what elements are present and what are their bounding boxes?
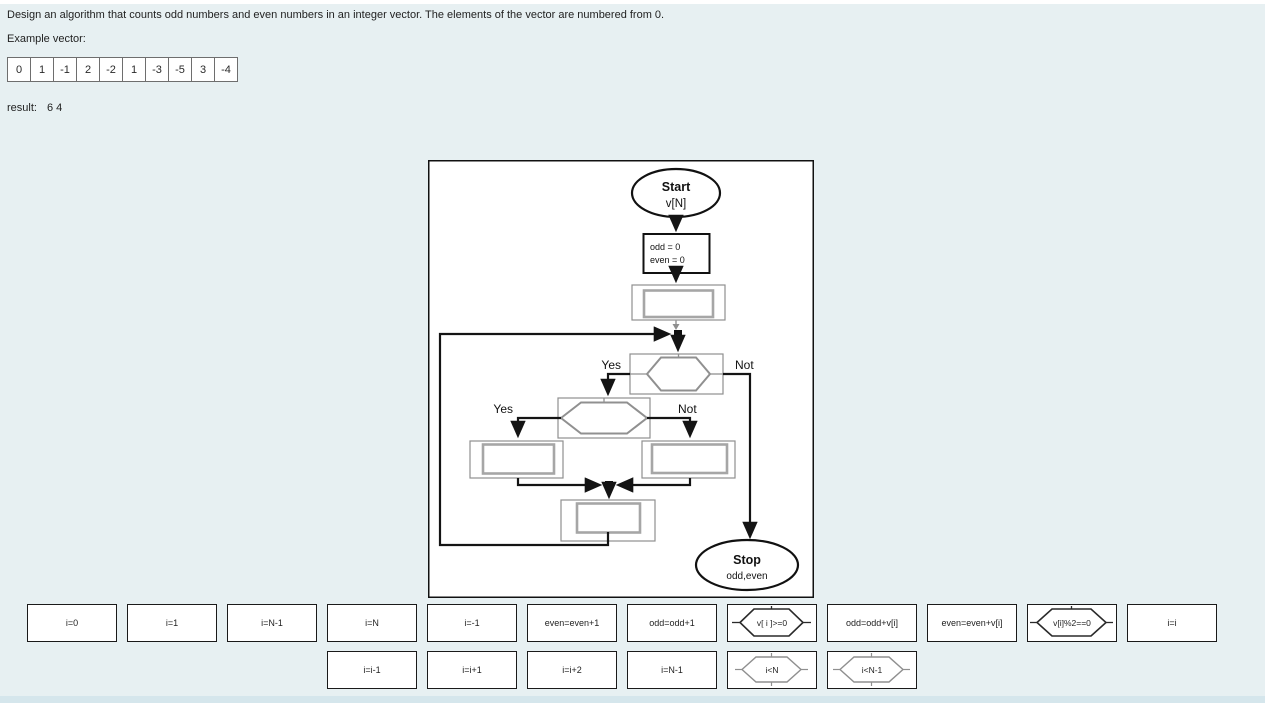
vector-cell: 2 (76, 57, 100, 82)
palette-block-label: even=even+v[i] (941, 618, 1003, 628)
window-bottom-strip (0, 696, 1265, 703)
hexagon-decision-icon (833, 653, 910, 686)
branch1-yes-label: Yes (601, 358, 621, 372)
palette-block-label: odd=odd+1 (649, 618, 695, 628)
example-vector-table: 0 1 -1 2 -2 1 -3 -5 3 -4 (7, 57, 238, 82)
palette-block-label: i=i (1167, 618, 1177, 628)
vector-cell: -2 (99, 57, 123, 82)
palette-block-label: i=-1 (464, 618, 480, 628)
vector-cell: -5 (168, 57, 192, 82)
palette-block-label: i=N-1 (661, 665, 683, 675)
palette-block-i-eq-n[interactable]: i=N (327, 604, 417, 642)
branch2-yes-label: Yes (493, 402, 513, 416)
hexagon-decision-icon (735, 653, 808, 686)
flowchart-canvas: Start v[N] odd = 0 even = 0 Yes (428, 160, 814, 598)
palette-block-cond-i-lt-n-1[interactable]: i<N-1 (827, 651, 917, 689)
palette-block-i-minus-1[interactable]: i=i-1 (327, 651, 417, 689)
palette-block-even-plus-v[interactable]: even=even+v[i] (927, 604, 1017, 642)
vector-cell: 1 (30, 57, 54, 82)
vector-cell: 1 (122, 57, 146, 82)
palette-block-label: i<N-1 (861, 665, 883, 675)
palette-block-label: even=even+1 (544, 618, 600, 628)
palette-block-i-eq-i[interactable]: i=i (1127, 604, 1217, 642)
svg-text:Stop: Stop (733, 553, 761, 567)
palette-block-cond-v-ge-0[interactable]: v[ i ]>=0 (727, 604, 817, 642)
palette-block-odd-plus-1[interactable]: odd=odd+1 (627, 604, 717, 642)
task-description: Design an algorithm that counts odd numb… (7, 9, 665, 21)
result-label: result: (7, 102, 37, 114)
example-vector-label: Example vector: (7, 33, 86, 45)
vector-cell: 3 (191, 57, 215, 82)
palette-block-i-eq-1[interactable]: i=1 (127, 604, 217, 642)
vector-cell: 0 (7, 57, 31, 82)
palette-block-label: i=i+2 (562, 665, 582, 675)
palette-block-label: i<N (765, 665, 779, 675)
branch2-not-label: Not (678, 402, 697, 416)
palette-block-even-plus-1[interactable]: even=even+1 (527, 604, 617, 642)
vector-cell: -3 (145, 57, 169, 82)
drop-slot-init-loop[interactable] (631, 284, 726, 321)
svg-text:even = 0: even = 0 (650, 255, 685, 265)
palette-block-i-eq-n-1-b[interactable]: i=N-1 (627, 651, 717, 689)
flowchart-diagram: Start v[N] odd = 0 even = 0 Yes (428, 160, 814, 598)
palette-block-label: v[ i ]>=0 (756, 618, 788, 628)
palette-block-i-eq-neg1[interactable]: i=-1 (427, 604, 517, 642)
stop-node: Stop odd,even (694, 538, 800, 592)
palette-block-label: i=i+1 (462, 665, 482, 675)
junction-merge (605, 481, 613, 489)
vector-cell: -1 (53, 57, 77, 82)
junction-top (674, 330, 682, 338)
drop-slot-yes-action[interactable] (469, 440, 564, 479)
window-top-strip (0, 0, 1265, 4)
palette-block-odd-plus-v[interactable]: odd=odd+v[i] (827, 604, 917, 642)
palette-block-label: i=N-1 (261, 618, 283, 628)
result-line: result: 6 4 (7, 102, 62, 114)
branch1-not-label: Not (735, 358, 754, 372)
drop-slot-not-action[interactable] (641, 440, 736, 479)
palette-block-cond-mod2[interactable]: v[i]%2==0 (1027, 604, 1117, 642)
start-node: Start v[N] (630, 167, 722, 219)
drop-slot-parity-condition[interactable] (557, 397, 651, 439)
palette-block-label: i=1 (165, 618, 179, 628)
result-value: 6 4 (46, 102, 63, 114)
svg-text:v[N]: v[N] (666, 198, 686, 210)
hexagon-decision-icon (732, 606, 811, 637)
svg-text:odd = 0: odd = 0 (650, 242, 680, 252)
palette-block-label: i=0 (65, 618, 79, 628)
drop-slot-loop-condition[interactable] (629, 353, 724, 395)
palette-block-i-eq-0[interactable]: i=0 (27, 604, 117, 642)
palette-block-cond-i-lt-n[interactable]: i<N (727, 651, 817, 689)
palette-block-label: i=N (365, 618, 379, 628)
hexagon-decision-icon (1030, 606, 1113, 637)
vector-cell: -4 (214, 57, 238, 82)
palette-block-label: odd=odd+v[i] (845, 618, 899, 628)
init-node: odd = 0 even = 0 (642, 233, 711, 274)
palette-block-i-eq-n-1[interactable]: i=N-1 (227, 604, 317, 642)
palette-block-i-plus-1[interactable]: i=i+1 (427, 651, 517, 689)
palette-block-label: i=i-1 (363, 665, 381, 675)
svg-text:Start: Start (662, 180, 691, 194)
palette-block-i-plus-2[interactable]: i=i+2 (527, 651, 617, 689)
svg-text:odd,even: odd,even (726, 571, 767, 582)
palette-block-label: v[i]%2==0 (1053, 618, 1091, 628)
